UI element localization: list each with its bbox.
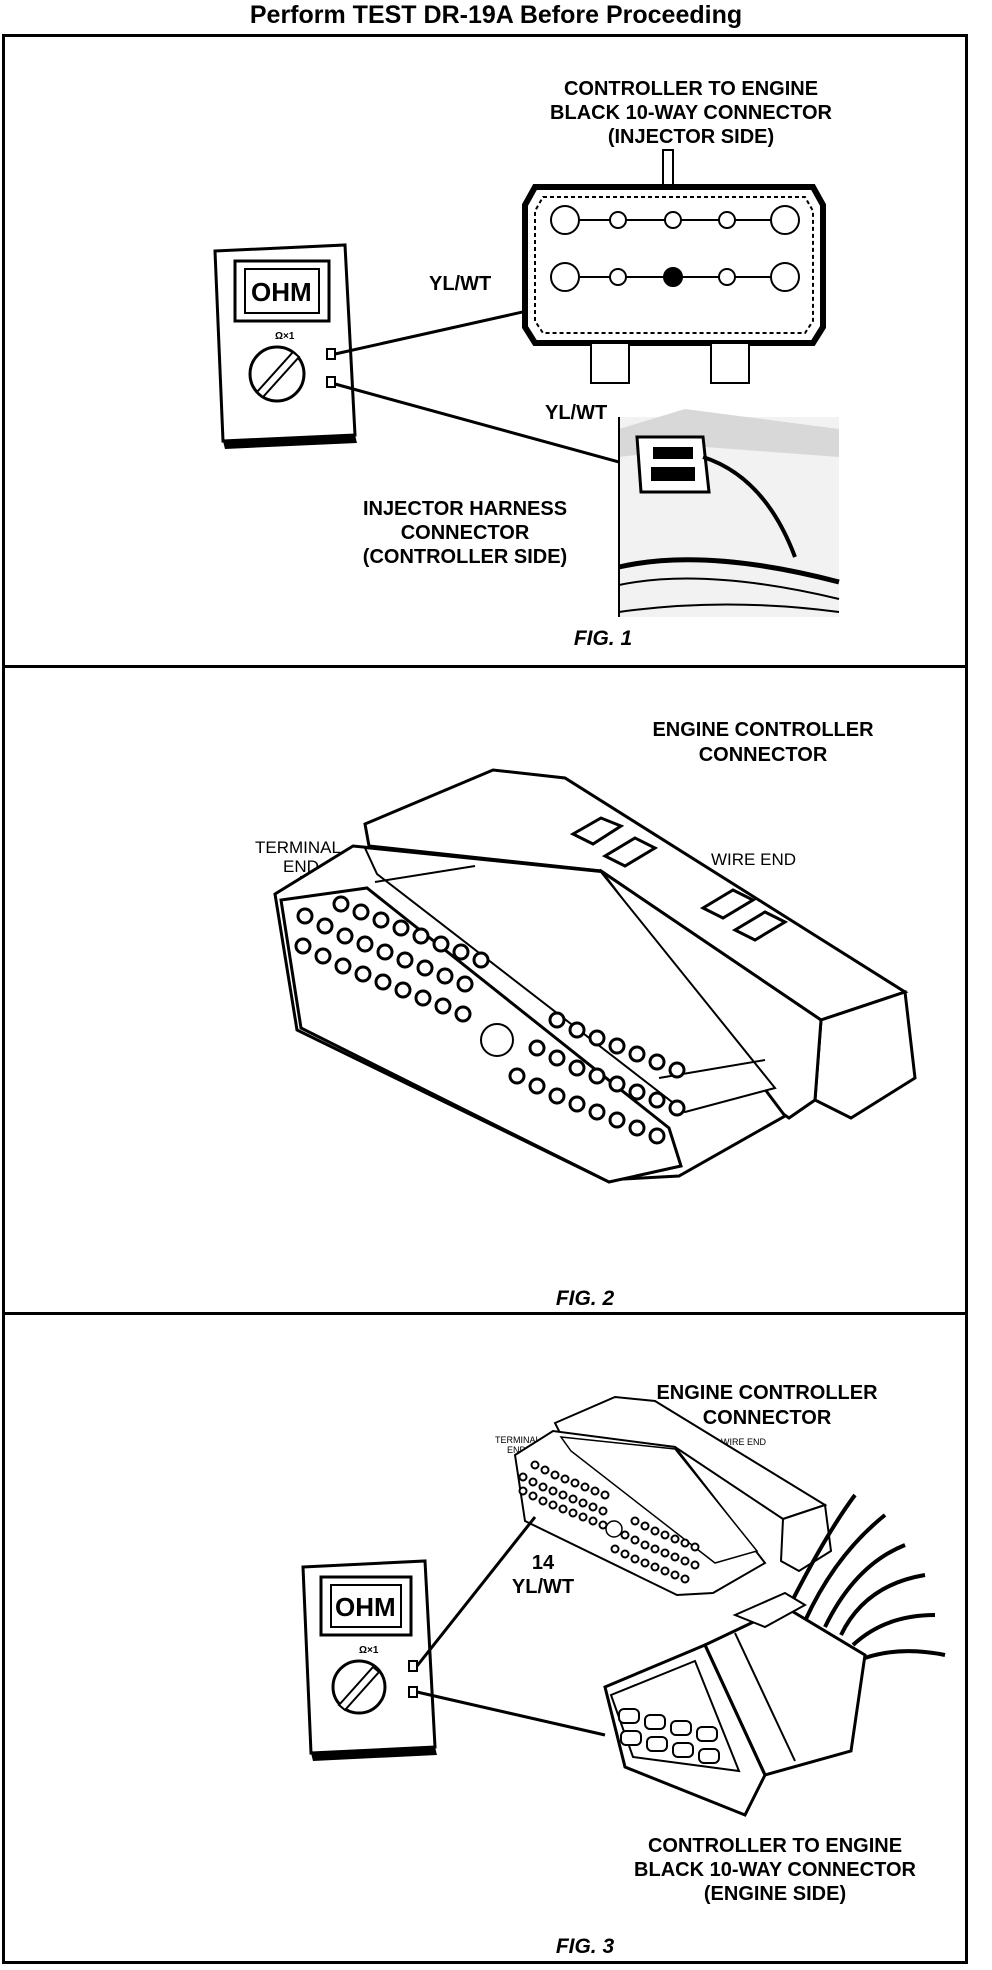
test-jack-negative[interactable] [408, 1686, 418, 1698]
ohm-scale-label: Ω×1 [275, 331, 295, 342]
figure-1-drawing: OHM Ω×1 CONTROLLER TO ENGINE BLACK 10-WA… [213, 78, 840, 650]
engine-controller-connector [273, 768, 917, 1184]
terminal-end-label-line2: END [507, 1445, 527, 1455]
test-jack-negative[interactable] [326, 376, 336, 388]
engine-controller-connector-small [513, 1395, 833, 1597]
ohmmeter: OHM Ω×1 [301, 1559, 437, 1761]
terminal-pins [294, 895, 686, 1145]
figure-2-caption: FIG. 2 [556, 1287, 615, 1310]
yl-wt-pin-cavity [663, 267, 683, 287]
ohm-display: OHM [335, 1592, 396, 1622]
connector-label-line3: (INJECTOR SIDE) [608, 126, 774, 148]
figure-3-drawing: ENGINE CONTROLLER CONNECTOR TERMINAL END… [301, 1382, 946, 1958]
harness-label-line2: CONNECTOR [401, 522, 530, 544]
ten-way-connector-injector-side [522, 149, 826, 384]
ten-way-connector-engine-side [603, 1493, 946, 1817]
page-title: Perform TEST DR-19A Before Proceeding [249, 1, 743, 29]
figure-1-caption: FIG. 1 [574, 627, 632, 650]
figure-3-panel: ENGINE CONTROLLER CONNECTOR TERMINAL END… [2, 1312, 968, 1964]
engine-controller-label-line2: CONNECTOR [703, 1407, 832, 1429]
figure-3-caption: FIG. 3 [556, 1935, 615, 1958]
test-jack-positive[interactable] [326, 348, 336, 360]
pin-number-label: 14 [532, 1552, 555, 1574]
connector-label-line2: BLACK 10-WAY CONNECTOR [550, 102, 832, 124]
figure-1-panel: OHM Ω×1 CONTROLLER TO ENGINE BLACK 10-WA… [2, 34, 968, 668]
wire-color-label-bottom: YL/WT [545, 402, 607, 424]
ohm-display: OHM [251, 277, 312, 307]
figure-2-panel: ENGINE CONTROLLER CONNECTOR TERMINAL END… [2, 665, 968, 1315]
harness-label-line3: (CONTROLLER SIDE) [363, 546, 567, 568]
engine-side-label-line1: CONTROLLER TO ENGINE [648, 1835, 902, 1857]
connector-label-line1: CONTROLLER TO ENGINE [564, 78, 818, 100]
injector-harness-connector [618, 409, 840, 617]
engine-controller-label-line1: ENGINE CONTROLLER [652, 719, 874, 741]
figure-2-drawing: ENGINE CONTROLLER CONNECTOR TERMINAL END… [255, 719, 917, 1310]
engine-controller-label-line1: ENGINE CONTROLLER [656, 1382, 878, 1404]
engine-controller-label-line2: CONNECTOR [699, 744, 828, 766]
test-lead-top [415, 1516, 537, 1667]
terminal-end-label-line1: TERMINAL [255, 838, 341, 857]
test-jack-positive[interactable] [408, 1660, 418, 1672]
ohm-scale-label: Ω×1 [359, 1645, 379, 1656]
harness-label-line1: INJECTOR HARNESS [363, 498, 567, 520]
wire-end-label: WIRE END [711, 850, 796, 869]
wire-end-label: WIRE END [721, 1437, 767, 1447]
test-lead-bottom [416, 1690, 606, 1737]
engine-side-label-line3: (ENGINE SIDE) [704, 1883, 846, 1905]
wire-color-label: YL/WT [512, 1576, 574, 1598]
wire-color-label-top: YL/WT [429, 273, 491, 295]
terminal-end-label-line1: TERMINAL [495, 1435, 541, 1445]
ohmmeter: OHM Ω×1 [213, 243, 357, 449]
test-lead-bottom [334, 382, 638, 469]
engine-side-label-line2: BLACK 10-WAY CONNECTOR [634, 1859, 916, 1881]
